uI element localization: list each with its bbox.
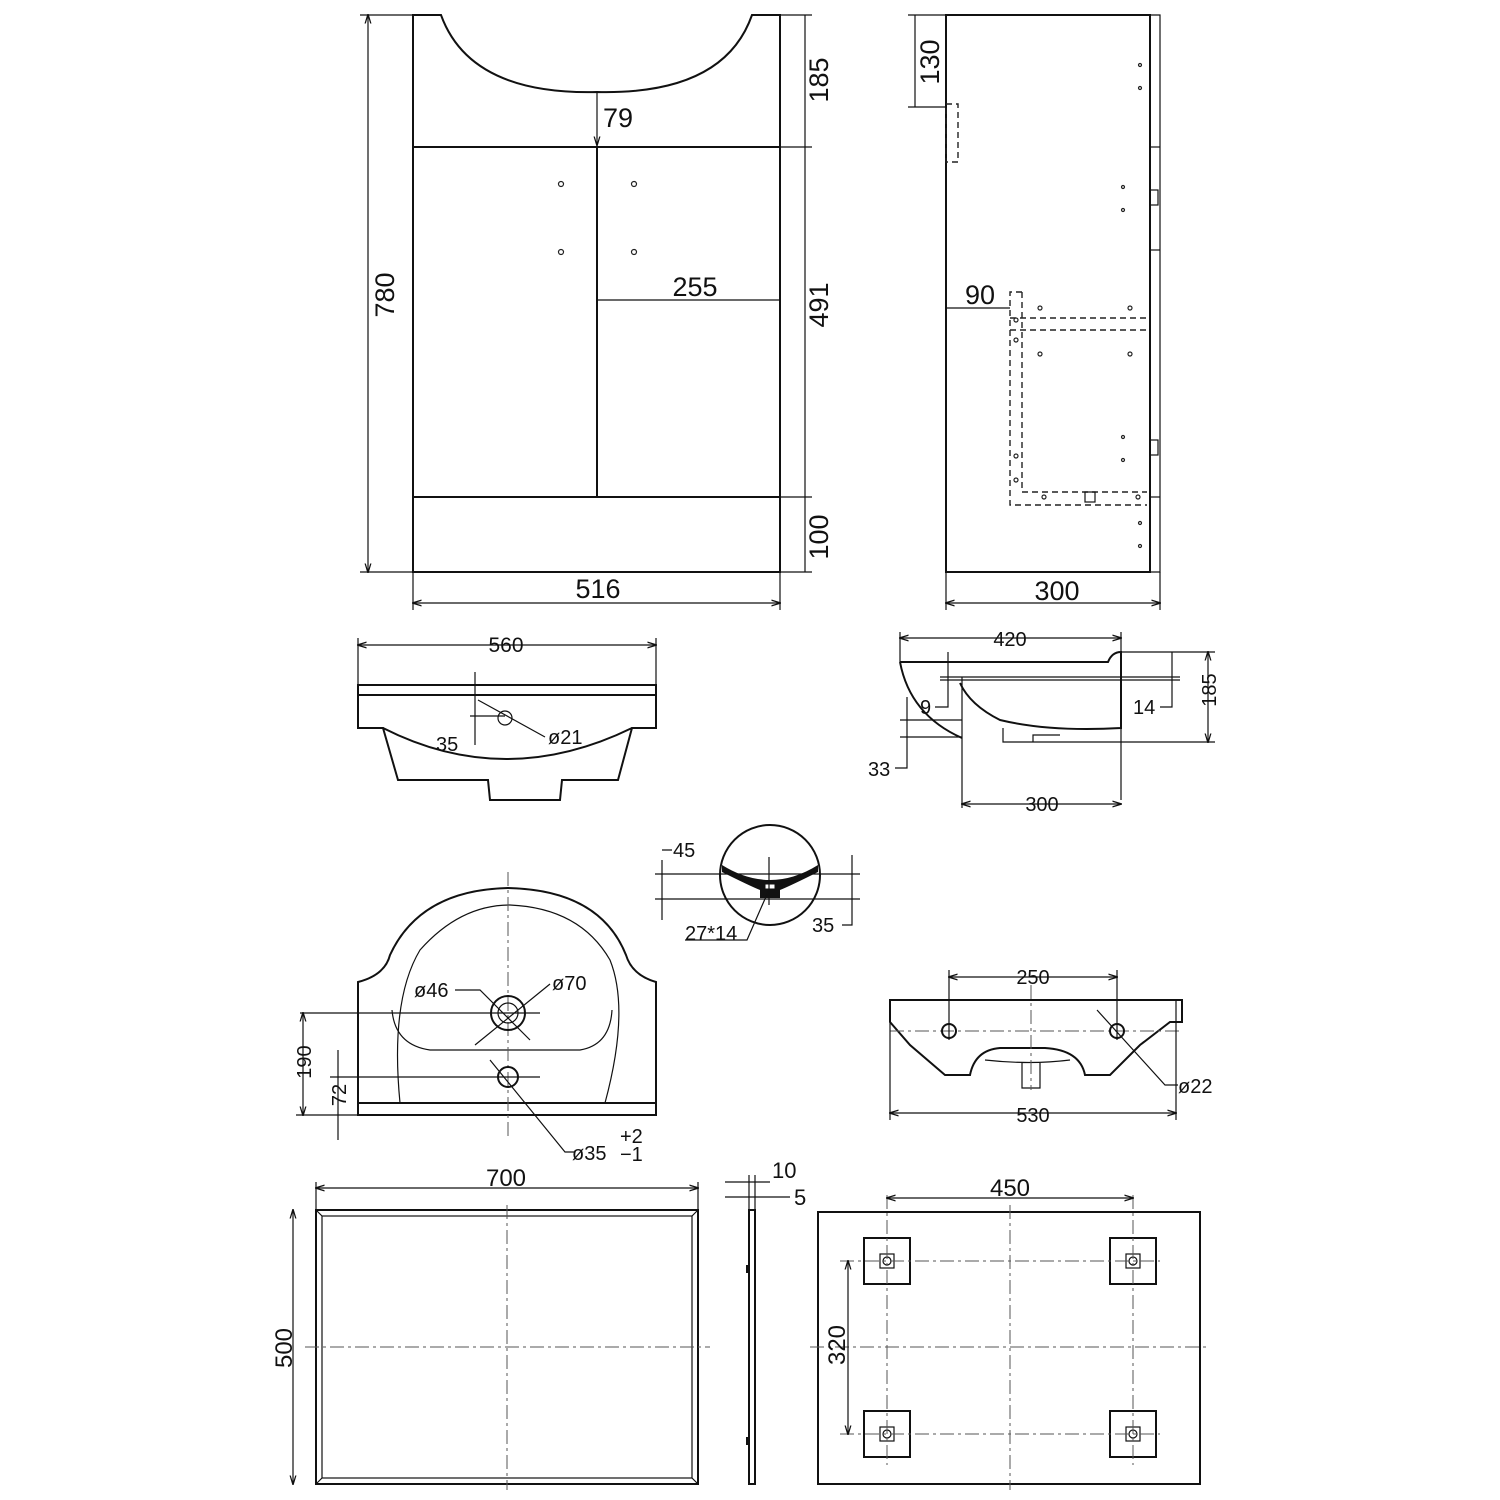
detail-circle xyxy=(719,824,821,926)
dim-tap-offset-top: 72 xyxy=(329,1084,351,1106)
dim-basin-back-width: 530 xyxy=(1016,1105,1049,1127)
dim-pad-centres-v: 320 xyxy=(824,1325,851,1365)
dim-basin-depth: 79 xyxy=(603,103,633,133)
dim-top-section: 185 xyxy=(804,57,834,102)
dim-overflow-slot: 27*14 xyxy=(685,923,737,945)
dim-fixing-centres: 250 xyxy=(1016,967,1049,989)
basin-top-view: 190 72 ø46 ø70 ø35 +2 −1 xyxy=(294,872,657,1166)
dim-waste-offset: 190 xyxy=(294,1045,316,1078)
mirror-front-view: 700 500 xyxy=(271,1165,710,1490)
dim-cabinet-height: 780 xyxy=(370,272,400,317)
mirror-edge xyxy=(748,1209,756,1485)
tolerance-minus: −1 xyxy=(620,1144,643,1166)
overflow-detail: 45 27*14 35 xyxy=(655,824,860,945)
dim-tap-hole-top: ø35 xyxy=(572,1143,606,1165)
dim-lip: 14 xyxy=(1133,697,1155,719)
basin-front-view: 560 35 ø21 xyxy=(357,634,657,801)
dim-rim: 9 xyxy=(920,697,931,719)
side-panel xyxy=(945,14,1151,573)
mirror-back-outline xyxy=(817,1211,1201,1485)
tolerance-plus: +2 xyxy=(620,1126,643,1148)
dim-mirror-thickness: 10 xyxy=(772,1158,796,1183)
wall-bracket xyxy=(1009,291,1147,506)
dim-inner-depth: 300 xyxy=(1025,794,1058,816)
dim-cabinet-depth: 300 xyxy=(1034,576,1079,606)
dim-plinth: 100 xyxy=(804,514,834,559)
mirror-side-view: 10 5 xyxy=(725,1158,806,1485)
dim-overflow-top: 45 xyxy=(673,840,695,862)
basin-side-section: 420 185 9 14 33 300 xyxy=(868,629,1221,816)
cabinet-side-view: 130 90 300 xyxy=(908,14,1160,610)
mirror-back-view: 450 320 xyxy=(810,1175,1210,1490)
cabinet-front-view: 780 185 491 100 516 79 255 xyxy=(360,14,834,610)
dim-basin-width: 560 xyxy=(488,634,523,657)
dim-door-width: 255 xyxy=(672,272,717,302)
dim-fixing-hole: ø22 xyxy=(1178,1076,1212,1098)
hinge-hole xyxy=(557,180,565,188)
dim-top-offset: 130 xyxy=(915,39,945,84)
dim-basin-depth: 420 xyxy=(993,629,1026,651)
dim-overflow-bottom: 35 xyxy=(812,915,834,937)
dim-pad-centres-h: 450 xyxy=(990,1175,1030,1202)
dim-waste-outer: ø70 xyxy=(552,973,586,995)
dim-mirror-glass: 5 xyxy=(794,1185,806,1210)
dim-waste-hole: ø46 xyxy=(414,980,448,1002)
dim-cabinet-width: 516 xyxy=(575,574,620,604)
dim-mirror-height: 500 xyxy=(271,1328,298,1368)
dim-mirror-width: 700 xyxy=(486,1165,526,1192)
dim-overhang: 33 xyxy=(868,759,890,781)
dim-door-section: 491 xyxy=(804,282,834,327)
dim-tap-offset: 35 xyxy=(436,734,458,756)
dim-tap-hole: ø21 xyxy=(548,727,582,749)
basin-back-view: 250 530 ø22 xyxy=(889,967,1212,1127)
dim-bracket-offset: 90 xyxy=(965,280,995,310)
dim-basin-height: 185 xyxy=(1199,673,1221,706)
